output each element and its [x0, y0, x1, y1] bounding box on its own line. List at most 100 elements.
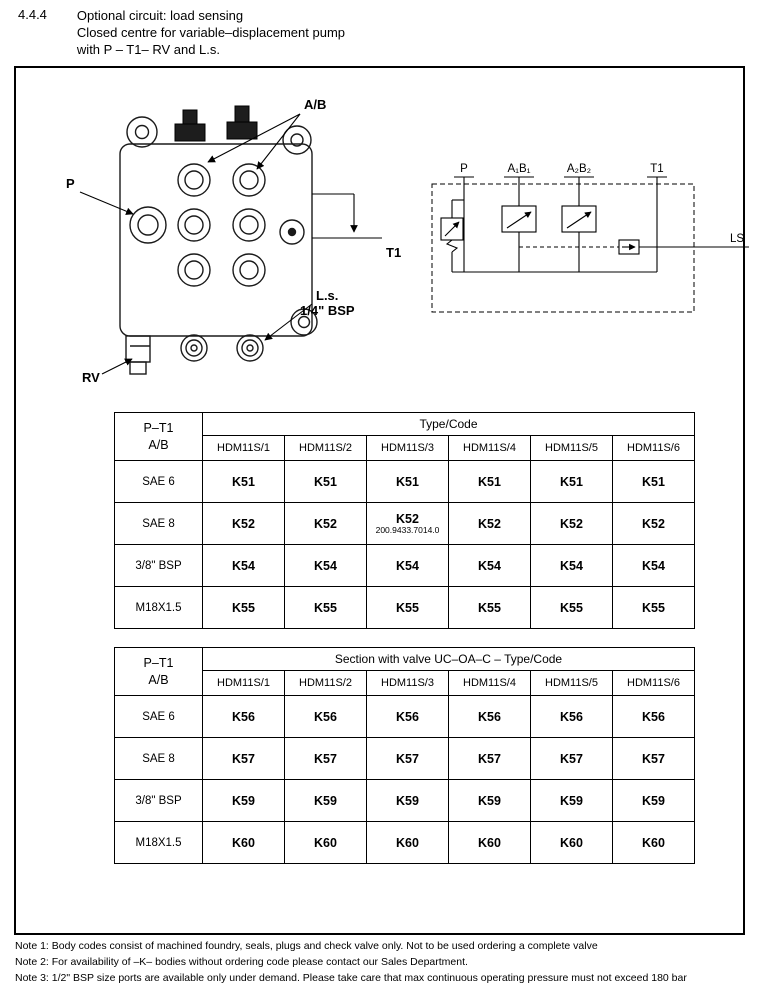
title-line-3: with P – T1– RV and L.s. [76, 42, 221, 58]
table-cell: K59 [284, 779, 367, 822]
schematic-label-ls: LS [730, 233, 744, 245]
corner-line-1: P–T1 [143, 655, 174, 670]
table-cell: K55 [448, 586, 531, 629]
column-header: HDM11S/6 [612, 670, 695, 696]
table-cell: K57 [284, 737, 367, 780]
table-cell: K57 [202, 737, 285, 780]
title-line-2: Closed centre for variable–displacement … [76, 25, 346, 41]
column-header: HDM11S/1 [202, 670, 285, 696]
port-label-ls: L.s. [316, 288, 338, 303]
corner-line-1: P–T1 [143, 420, 174, 435]
schematic-label-p: P [460, 163, 468, 175]
table-cell: K55 [284, 586, 367, 629]
note-2: Note 2: For availability of –K– bodies w… [15, 956, 468, 969]
table-cell: K54 [530, 544, 613, 587]
table-cell: K51 [530, 460, 613, 503]
table-cell: K55 [202, 586, 285, 629]
column-header: HDM11S/2 [284, 435, 367, 461]
table-row: P–T1 A/B Section with valve UC–OA–C – Ty… [114, 647, 695, 696]
schematic-frame [431, 176, 695, 313]
column-header: HDM11S/1 [202, 435, 285, 461]
corner-line-2: A/B [148, 437, 169, 452]
table-cell: K51 [448, 460, 531, 503]
table-cell: K57 [530, 737, 613, 780]
column-header: HDM11S/3 [366, 435, 449, 461]
corner-header: P–T1 A/B [114, 647, 203, 696]
schematic-label-a2b2: A₂B₂ [567, 163, 591, 175]
schematic-lines [440, 177, 749, 273]
corner-line-2: A/B [148, 672, 169, 687]
port-label-ls-size: 1/4" BSP [300, 303, 355, 318]
span-header: Type/Code [202, 412, 695, 436]
column-header: HDM11S/6 [612, 435, 695, 461]
corner-header: P–T1 A/B [114, 412, 203, 461]
port-label-p: P [66, 176, 75, 191]
table-cell: K54 [366, 544, 449, 587]
table-row: SAE 6 K56 K56 K56 K56 K56 K56 [114, 695, 695, 738]
row-header: M18X1.5 [114, 586, 203, 629]
table-cell: K59 [448, 779, 531, 822]
table-cell: K54 [612, 544, 695, 587]
row-header: 3/8" BSP [114, 544, 203, 587]
table-row: SAE 8 K57 K57 K57 K57 K57 K57 [114, 737, 695, 780]
table-cell: K56 [284, 695, 367, 738]
table-cell: K56 [612, 695, 695, 738]
table-row: 3/8" BSP K54 K54 K54 K54 K54 K54 [114, 544, 695, 587]
table-cell: K51 [202, 460, 285, 503]
footnotes: Note 1: Body codes consist of machined f… [15, 940, 687, 988]
row-header: SAE 6 [114, 460, 203, 503]
table-cell: K51 [366, 460, 449, 503]
table-cell: K60 [530, 821, 613, 864]
row-header: SAE 8 [114, 737, 203, 780]
cell-code: K52 [396, 511, 419, 526]
column-header: HDM11S/5 [530, 670, 613, 696]
column-header: HDM11S/5 [530, 435, 613, 461]
table-cell-with-code: K52 200.9433.7014.0 [366, 502, 449, 545]
table-cell: K52 [530, 502, 613, 545]
table-row: P–T1 A/B Type/Code [114, 412, 695, 461]
schematic-label-t1: T1 [650, 163, 663, 175]
table-cell: K51 [612, 460, 695, 503]
content-frame: A/B P T1 L.s. 1/4" BSP RV [14, 66, 749, 935]
table-row: 3/8" BSP K59 K59 K59 K59 K59 K59 [114, 779, 695, 822]
column-header: HDM11S/4 [448, 435, 531, 461]
port-label-ab: A/B [304, 97, 326, 112]
table-cell: K52 [284, 502, 367, 545]
column-header: HDM11S/4 [448, 670, 531, 696]
row-header: M18X1.5 [114, 821, 203, 864]
table-cell: K55 [530, 586, 613, 629]
cell-order-number: 200.9433.7014.0 [375, 524, 440, 535]
table-cell: K54 [202, 544, 285, 587]
table-cell: K60 [448, 821, 531, 864]
circuit-schematic: P A₁B₁ A₂B₂ T1 LS [414, 160, 751, 352]
table-cell: K57 [448, 737, 531, 780]
doc-title: Optional circuit: load sensing Closed ce… [77, 7, 345, 58]
row-header: 3/8" BSP [114, 779, 203, 822]
schematic-label-a1b1: A₁B₁ [507, 163, 530, 175]
table-row: SAE 8 K52 K52 K52 200.9433.7014.0 K52 K5… [114, 502, 695, 545]
table-cell: K60 [284, 821, 367, 864]
column-header: HDM11S/2 [284, 670, 367, 696]
table-cell: K52 [448, 502, 531, 545]
table-cell: K54 [284, 544, 367, 587]
table-cell: K59 [612, 779, 695, 822]
valve-drawing: A/B P T1 L.s. 1/4" BSP RV [54, 82, 426, 394]
title-line-1: Optional circuit: load sensing [76, 8, 244, 23]
table-cell: K54 [448, 544, 531, 587]
table-cell: K52 [202, 502, 285, 545]
table-cell: K60 [366, 821, 449, 864]
table-cell: K56 [448, 695, 531, 738]
table-row: HDM11S/1 HDM11S/2 HDM11S/3 HDM11S/4 HDM1… [115, 435, 695, 461]
table-row: SAE 6 K51 K51 K51 K51 K51 K51 [114, 460, 695, 503]
table-cell: K59 [202, 779, 285, 822]
table-cell: K51 [284, 460, 367, 503]
valve-body [119, 116, 318, 375]
port-label-t1: T1 [386, 245, 401, 260]
doc-header: 4.4.4 Optional circuit: load sensing Clo… [18, 7, 345, 58]
span-header: Section with valve UC–OA–C – Type/Code [202, 647, 695, 671]
port-label-rv: RV [82, 370, 100, 385]
section-valve-table: P–T1 A/B Section with valve UC–OA–C – Ty… [114, 647, 695, 864]
leader-lines [79, 113, 382, 375]
note-1: Note 1: Body codes consist of machined f… [15, 940, 598, 952]
